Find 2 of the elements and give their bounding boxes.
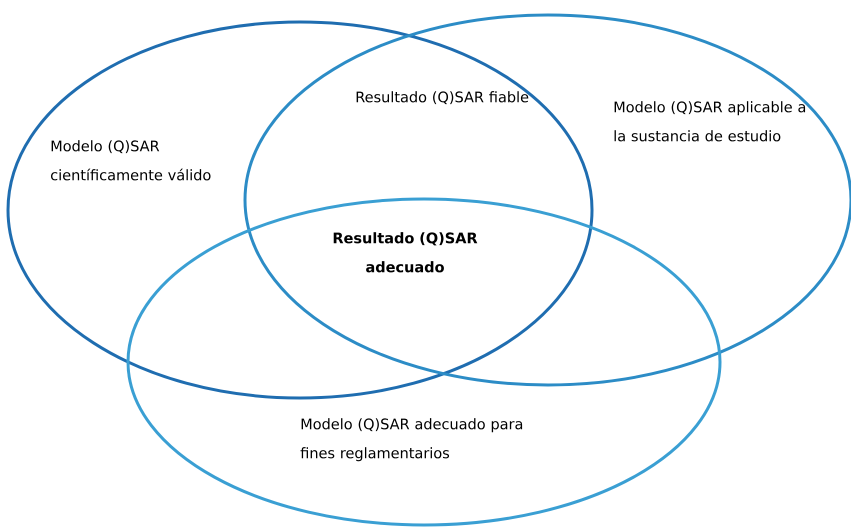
region-label: Resultado (Q)SAR adecuado [334, 232, 478, 272]
region-label: Resultado (Q)SAR fiable [356, 91, 528, 104]
